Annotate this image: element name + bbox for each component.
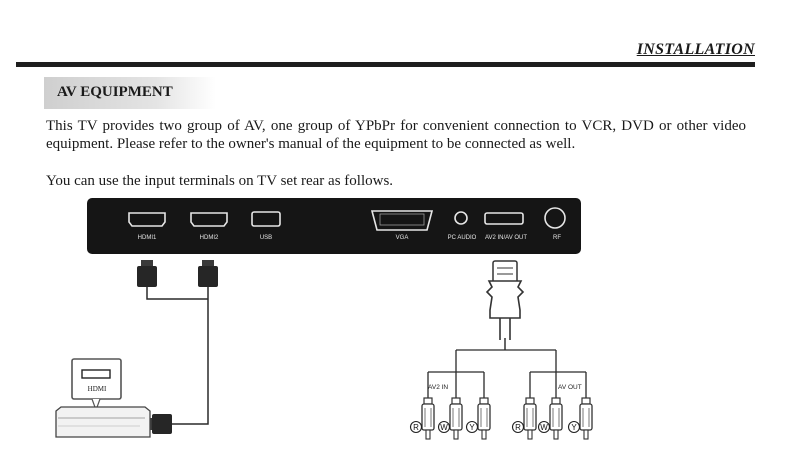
rf-label: RF — [553, 235, 561, 241]
rca-color-marker — [437, 420, 451, 434]
av-out-label: AV OUT — [558, 384, 582, 391]
subheading: AV EQUIPMENT — [57, 84, 173, 100]
subheading-box: AV EQUIPMENT — [44, 77, 216, 109]
rca-wires — [427, 349, 587, 398]
rca-color-letter: Y — [469, 423, 475, 432]
rca-color-marker — [511, 420, 525, 434]
pc-audio-label: PC AUDIO — [448, 235, 477, 241]
av-in-label: AV2 IN — [428, 384, 448, 391]
usb-port-label: USB — [260, 235, 272, 241]
rca-plug: W — [437, 397, 463, 440]
rca-color-letter: W — [440, 423, 448, 432]
vga-port — [370, 210, 434, 231]
rca-color-letter: Y — [571, 423, 577, 432]
rca-plug: W — [537, 397, 563, 440]
intro-paragraph: This TV provides two group of AV, one gr… — [46, 118, 746, 152]
hdmi-plug-2 — [198, 260, 218, 287]
vga-port-label: VGA — [396, 235, 409, 241]
usb-port — [251, 211, 281, 227]
instruction-paragraph: You can use the input terminals on TV se… — [46, 173, 394, 189]
rca-color-letter: R — [515, 423, 521, 432]
rca-color-marker — [537, 420, 551, 434]
header-rule — [16, 62, 755, 67]
pc-audio-jack — [454, 211, 468, 225]
av-in-out-label: AV2 IN/AV OUT — [485, 235, 527, 241]
rca-plug: Y — [465, 397, 491, 440]
rca-color-marker — [567, 420, 581, 434]
rca-color-letter: R — [413, 423, 419, 432]
rca-color-marker — [409, 420, 423, 434]
av-in-out-port — [484, 212, 524, 225]
hdmi-cables — [146, 287, 209, 425]
av-cable-connector — [485, 260, 525, 350]
hdmi2-port-label: HDMI2 — [200, 235, 219, 241]
rca-color-marker — [465, 420, 479, 434]
section-title: INSTALLATION — [636, 41, 755, 58]
hdmi2-port — [190, 212, 228, 227]
rca-plug: R — [511, 397, 537, 440]
rca-plug: R — [409, 397, 435, 440]
rca-plug: Y — [567, 397, 593, 440]
rca-color-letter: W — [540, 423, 548, 432]
hdmi1-port-label: HDMI1 — [138, 235, 157, 241]
rf-jack — [544, 207, 566, 229]
av-device — [55, 358, 151, 438]
device-hdmi-label: HDMI — [88, 385, 107, 393]
tv-rear-panel: HDMI1 HDMI2 USB VGA PC AUDIO AV2 IN/AV O… — [87, 198, 581, 254]
hdmi1-port — [128, 212, 166, 227]
hdmi-plug-1 — [137, 260, 157, 287]
